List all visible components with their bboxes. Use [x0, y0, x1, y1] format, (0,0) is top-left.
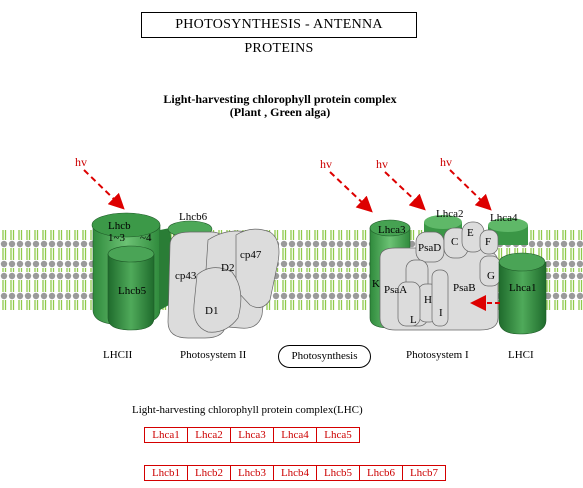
lhcb-1-3-label: 1~3 — [108, 232, 125, 244]
light-label: hv — [440, 155, 452, 169]
light-arrow-lhcii — [83, 169, 125, 210]
lhcii-label: LHCII — [103, 349, 133, 361]
gene-lhcb1[interactable]: Lhcb1 — [144, 465, 188, 481]
lhcb-label: Lhcb — [108, 220, 131, 232]
psak-label: K — [372, 278, 380, 290]
gene-lhcb7[interactable]: Lhcb7 — [402, 465, 446, 481]
gene-lhca1[interactable]: Lhca1 — [144, 427, 188, 443]
page-title: PHOTOSYNTHESIS - ANTENNA PROTEINS — [141, 12, 417, 56]
lhcb-4-label: ~4 — [140, 232, 152, 244]
light-label: hv — [376, 157, 388, 171]
photosystem-i-complex — [369, 215, 547, 335]
light-label: hv — [320, 157, 332, 171]
psaa-label: PsaA — [384, 284, 408, 296]
diagram-subtitle-organisms: (Plant , Green alga) — [229, 105, 331, 119]
cp43-label: cp43 — [175, 270, 197, 282]
cp47-label: cp47 — [240, 249, 262, 261]
d2-label: D2 — [221, 262, 235, 274]
gene-lhcb4[interactable]: Lhcb4 — [273, 465, 317, 481]
d1-label: D1 — [205, 305, 219, 317]
psac-label: C — [451, 236, 459, 248]
photosynthesis-map-link[interactable]: Photosynthesis — [278, 345, 371, 368]
psad-label: PsaD — [418, 242, 442, 254]
gene-lhca3[interactable]: Lhca3 — [230, 427, 274, 443]
gene-lhca5[interactable]: Lhca5 — [316, 427, 360, 443]
light-arrow-lhca3 — [329, 171, 373, 213]
psaf-label: F — [485, 236, 492, 248]
psag-label: G — [487, 270, 495, 282]
gene-lhcb6[interactable]: Lhcb6 — [359, 465, 403, 481]
lhca1-label: Lhca1 — [509, 282, 537, 294]
psal-label: L — [410, 314, 417, 326]
lhcb5-label: Lhcb5 — [118, 285, 147, 297]
gene-lhcb5[interactable]: Lhcb5 — [316, 465, 360, 481]
psah-label: H — [424, 294, 432, 306]
lhca4-label: Lhca4 — [490, 212, 518, 224]
gene-lhcb3[interactable]: Lhcb3 — [230, 465, 274, 481]
lhci-label: LHCI — [508, 349, 534, 361]
gene-lhca2[interactable]: Lhca2 — [187, 427, 231, 443]
photosystem-ii-complex — [167, 228, 280, 339]
light-arrow-lhca4 — [449, 169, 492, 211]
photosystem-ii-label: Photosystem II — [180, 349, 247, 361]
lhc-heading: Light-harvesting chlorophyll protein com… — [132, 404, 363, 416]
lhca3-label: Lhca3 — [378, 224, 406, 236]
psai-label: I — [439, 307, 443, 319]
lhcii-complex — [91, 212, 213, 331]
lhcb6-label: Lhcb6 — [179, 211, 208, 223]
psae-label: E — [467, 227, 474, 239]
light-label: hv — [75, 155, 87, 169]
photosystem-i-label: Photosystem I — [406, 349, 469, 361]
gene-lhcb2[interactable]: Lhcb2 — [187, 465, 231, 481]
lhca2-label: Lhca2 — [436, 208, 464, 220]
light-arrow-lhca2 — [384, 171, 426, 211]
diagram-subtitle: Light-harvesting chlorophyll protein com… — [163, 92, 397, 106]
gene-lhca4[interactable]: Lhca4 — [273, 427, 317, 443]
psab-label: PsaB — [453, 282, 476, 294]
